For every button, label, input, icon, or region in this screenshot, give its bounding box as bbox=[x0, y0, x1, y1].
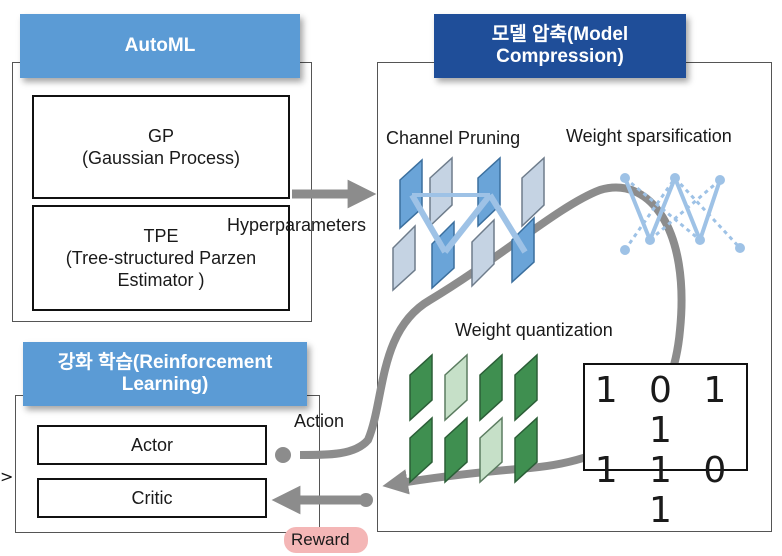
sparsification-node bbox=[670, 173, 680, 183]
sparsification-node bbox=[695, 235, 705, 245]
gp-sublabel: (Gaussian Process) bbox=[81, 148, 241, 168]
bits-row-1: 1 0 1 1 bbox=[594, 370, 737, 451]
pruning-link bbox=[409, 193, 448, 254]
compression-title-line2: Compression) bbox=[496, 46, 624, 67]
compression-title-line1: 모델 압축(Model bbox=[491, 24, 629, 45]
critic-label: Critic bbox=[131, 488, 173, 508]
quant-cube bbox=[479, 416, 503, 484]
sparsification-edge bbox=[698, 179, 722, 241]
hyperparameters-label: Hyperparameters bbox=[227, 215, 367, 235]
quant-cube bbox=[479, 353, 503, 422]
tpe-label: TPE bbox=[143, 226, 179, 246]
pruning-cube bbox=[392, 224, 416, 292]
loop-arrow-path bbox=[299, 183, 686, 495]
left-edge-arrow: > bbox=[0, 467, 13, 486]
quant-cube bbox=[514, 416, 538, 484]
weight-sparsification-graphic bbox=[620, 173, 745, 255]
pruning-cube bbox=[429, 156, 453, 228]
gp-label: GP bbox=[147, 126, 174, 146]
sparsification-node bbox=[715, 175, 725, 185]
pruning-cube bbox=[521, 156, 545, 228]
actor-label: Actor bbox=[130, 435, 173, 455]
tpe-sublabel-1: (Tree-structured Parzen bbox=[65, 248, 257, 268]
compression-title: 모델 압축(Model Compression) bbox=[434, 14, 686, 78]
gp-box: GP (Gaussian Process) bbox=[32, 95, 290, 199]
pruning-cube bbox=[477, 156, 501, 228]
quant-cube bbox=[444, 416, 468, 484]
tpe-sublabel-2: Estimator ) bbox=[117, 270, 205, 290]
rl-title-line1: 강화 학습(Reinforcement bbox=[57, 352, 273, 373]
reward-badge bbox=[284, 527, 368, 553]
quant-cube bbox=[514, 353, 538, 422]
sparsification-node bbox=[735, 243, 745, 253]
weight-sparsification-label: Weight sparsification bbox=[566, 126, 732, 146]
sparsification-edge bbox=[623, 177, 677, 251]
reward-label: Reward bbox=[291, 530, 350, 549]
quant-cube bbox=[409, 416, 433, 484]
sparsification-edge bbox=[624, 176, 701, 242]
rl-title-line2: Learning) bbox=[121, 374, 209, 395]
sparsification-node bbox=[645, 235, 655, 245]
quant-cube bbox=[409, 353, 433, 422]
automl-title: AutoML bbox=[20, 14, 300, 78]
sparsification-node bbox=[620, 173, 630, 183]
pruning-link bbox=[487, 193, 528, 254]
critic-box: Critic bbox=[37, 478, 267, 518]
quantized-bits-box: 1 0 1 1 1 1 0 1 bbox=[583, 363, 748, 531]
reward-dot bbox=[359, 493, 373, 507]
actor-box: Actor bbox=[37, 425, 267, 465]
bits-row-2: 1 1 0 1 bbox=[594, 450, 737, 531]
weight-quantization-graphic bbox=[409, 353, 538, 484]
action-dot bbox=[275, 447, 291, 463]
channel-pruning-label: Channel Pruning bbox=[386, 128, 521, 148]
weight-quantization-label: Weight quantization bbox=[455, 320, 613, 340]
quant-cube bbox=[444, 353, 468, 422]
channel-pruning-graphic bbox=[392, 156, 545, 292]
sparsification-node bbox=[620, 245, 630, 255]
sparsification-edge bbox=[623, 177, 652, 241]
pruning-cube bbox=[471, 218, 495, 288]
tpe-box: TPE (Tree-structured Parzen Estimator ) bbox=[32, 205, 290, 311]
action-label: Action bbox=[294, 411, 345, 431]
pruning-link bbox=[442, 193, 493, 254]
rl-title: 강화 학습(Reinforcement Learning) bbox=[23, 342, 307, 406]
